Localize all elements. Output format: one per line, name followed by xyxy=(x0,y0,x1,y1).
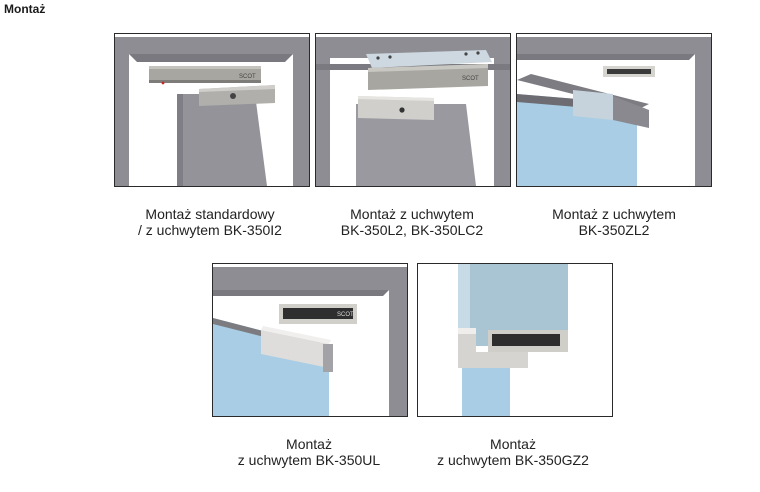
caption-line: Montaż standardowy xyxy=(145,206,275,222)
brand-mark: SCOT xyxy=(462,76,479,82)
mounting-caption-zl-bracket: Montaż z uchwytem BK-350ZL2 xyxy=(504,206,724,238)
caption-line: BK-350ZL2 xyxy=(578,222,650,238)
page-title: Montaż xyxy=(4,2,46,16)
mounting-caption-l-bracket: Montaż z uchwytem BK-350L2, BK-350LC2 xyxy=(302,206,522,238)
mounting-caption-u-bracket: Montaż z uchwytem BK-350UL xyxy=(199,436,419,468)
mounting-image-zl-bracket xyxy=(516,33,712,187)
brand-mark: SCOT xyxy=(337,312,354,318)
mounting-image-gz-bracket xyxy=(417,263,613,417)
mounting-caption-gz-bracket: Montaż z uchwytem BK-350GZ2 xyxy=(403,436,623,468)
mounting-image-u-bracket: SCOT xyxy=(212,263,408,417)
caption-line: Montaż z uchwytem xyxy=(552,206,676,222)
caption-line: Montaż xyxy=(490,436,536,452)
caption-line: z uchwytem BK-350GZ2 xyxy=(437,452,589,468)
mounting-caption-standard: Montaż standardowy / z uchwytem BK-350I2 xyxy=(100,206,320,238)
caption-line: Montaż xyxy=(286,436,332,452)
brand-mark: SCOT xyxy=(239,74,256,80)
caption-line: BK-350L2, BK-350LC2 xyxy=(340,222,484,238)
caption-line: Montaż z uchwytem xyxy=(350,206,474,222)
mounting-image-l-bracket: SCOT xyxy=(315,33,511,187)
caption-line: z uchwytem BK-350UL xyxy=(237,452,381,468)
caption-line: / z uchwytem BK-350I2 xyxy=(138,222,282,238)
mounting-image-standard: SCOT xyxy=(114,33,310,187)
